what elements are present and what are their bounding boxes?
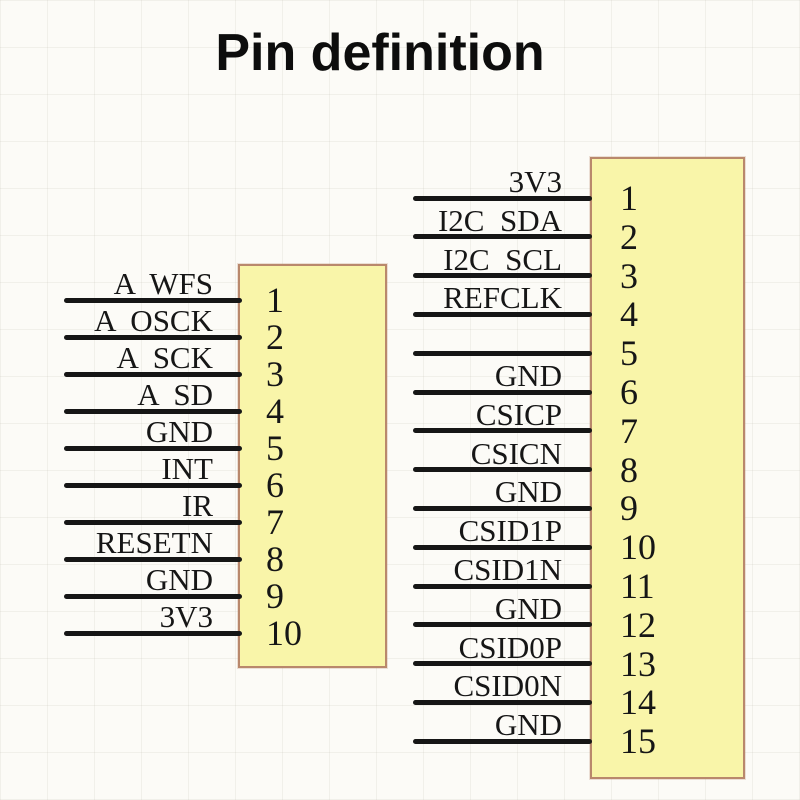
pin-number: 11 [620,566,655,606]
pin-label: GND [494,707,562,743]
pin-line [64,630,242,636]
pin-label: CSICN [470,435,562,471]
pin-label: CSID1N [453,552,562,587]
pin-line [413,311,592,317]
pin-number: 1 [620,178,638,218]
pin-label: I2C SCL [443,241,562,277]
pin-number: 9 [620,488,638,529]
pin-number: 3 [620,255,638,296]
pin-number: 6 [620,372,638,412]
pin-line [413,234,592,240]
pin-line [413,273,592,279]
pin-number: 13 [620,643,656,684]
pin-line [413,428,592,434]
pin-label: CSID1P [458,513,562,549]
pin-label: A OSCK [94,303,213,338]
pin-label: 3V3 [508,164,562,199]
pin-label: A WFS [113,266,213,301]
pin-line [413,622,592,628]
pin-number: 4 [620,294,638,335]
pin-line [413,350,592,356]
pin-label: CSICP [475,396,562,432]
pin-line [413,505,592,511]
pin-line [64,556,242,562]
pin-number: 8 [266,539,284,579]
pin-number: 10 [266,613,302,653]
pin-number: 15 [620,721,656,762]
pin-line [413,467,592,473]
pin-number: 6 [266,465,284,505]
pin-number: 8 [620,449,638,490]
page-title: Pin definition [215,24,545,82]
pin-line [64,519,242,525]
pin-number: 7 [620,410,638,451]
pin-label: GND [494,358,562,393]
pin-line [64,371,242,377]
pin-line [413,389,592,395]
connector-body [590,157,745,779]
pin-number: 5 [620,333,638,374]
pin-label: GND [494,590,562,626]
pin-number: 5 [266,428,284,468]
pin-line [64,445,242,451]
pin-line [64,593,242,599]
pin-number: 2 [620,216,638,257]
pin-label: IR [182,488,213,523]
pin-line [413,583,592,589]
pin-number: 14 [620,682,656,723]
pin-label: RESETN [95,525,213,560]
pin-label: REFCLK [443,280,562,316]
pin-number: 1 [266,280,284,320]
pin-number: 10 [620,527,656,568]
pin-line [413,544,592,550]
pin-line [413,195,592,201]
pin-number: 7 [266,502,284,542]
pin-line [64,334,242,340]
connector-body [238,264,387,668]
pin-label: GND [494,474,562,510]
pin-line [64,297,242,303]
pin-label: 3V3 [159,599,213,634]
pin-label: A SD [137,377,213,412]
pin-number: 9 [266,576,284,616]
pin-label: INT [161,451,213,486]
pin-label: CSID0P [458,629,562,665]
pin-line [64,408,242,414]
pin-number: 12 [620,604,656,645]
pin-number: 2 [266,317,284,357]
pin-number: 4 [266,391,284,431]
pin-label: I2C SDA [437,202,562,238]
pin-label: GND [145,414,213,449]
pin-line [413,661,592,667]
pin-label: A SCK [116,340,213,375]
pin-label: GND [145,562,213,597]
pin-number: 3 [266,354,284,394]
pin-label: CSID0N [453,668,562,704]
pin-line [413,738,592,744]
pin-line [413,699,592,705]
pin-line [64,482,242,488]
